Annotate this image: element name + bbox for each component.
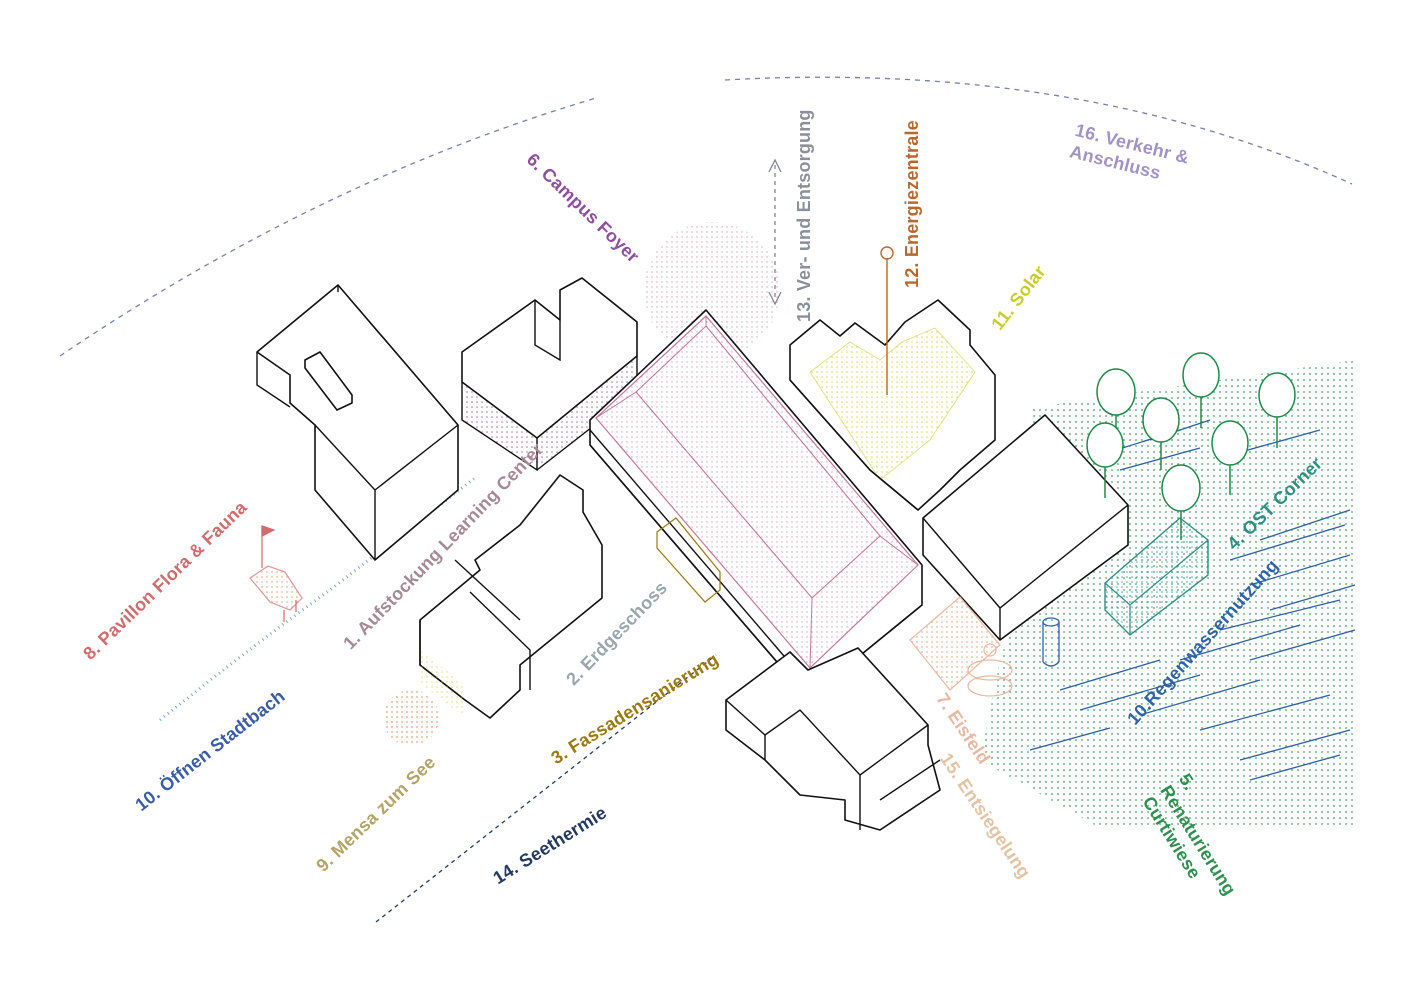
building-east-block <box>922 414 1129 641</box>
building-ost-corner <box>1104 517 1209 636</box>
label-energiezentrale: 12. Energiezentrale <box>902 120 922 288</box>
label-ver-und-entsorgung: 13. Ver- und Entsorgung <box>794 109 814 322</box>
building-south-cluster <box>725 647 941 831</box>
perimeter-arc-right <box>724 76 1353 185</box>
trees <box>1086 352 1296 540</box>
rainwater-tank <box>1042 617 1060 667</box>
campus-foyer-circle <box>644 222 780 358</box>
building-energiezentrale <box>789 246 996 511</box>
eisfeld-area <box>909 596 1013 697</box>
building-erdgeschoss-cluster <box>419 474 603 719</box>
seethermie-line <box>375 654 717 923</box>
rainwater-strokes <box>1029 419 1356 781</box>
pavillon-structure <box>249 525 303 622</box>
building-north-west <box>256 284 459 561</box>
mensa-circle <box>383 690 439 746</box>
building-campus-foyer <box>461 277 638 472</box>
